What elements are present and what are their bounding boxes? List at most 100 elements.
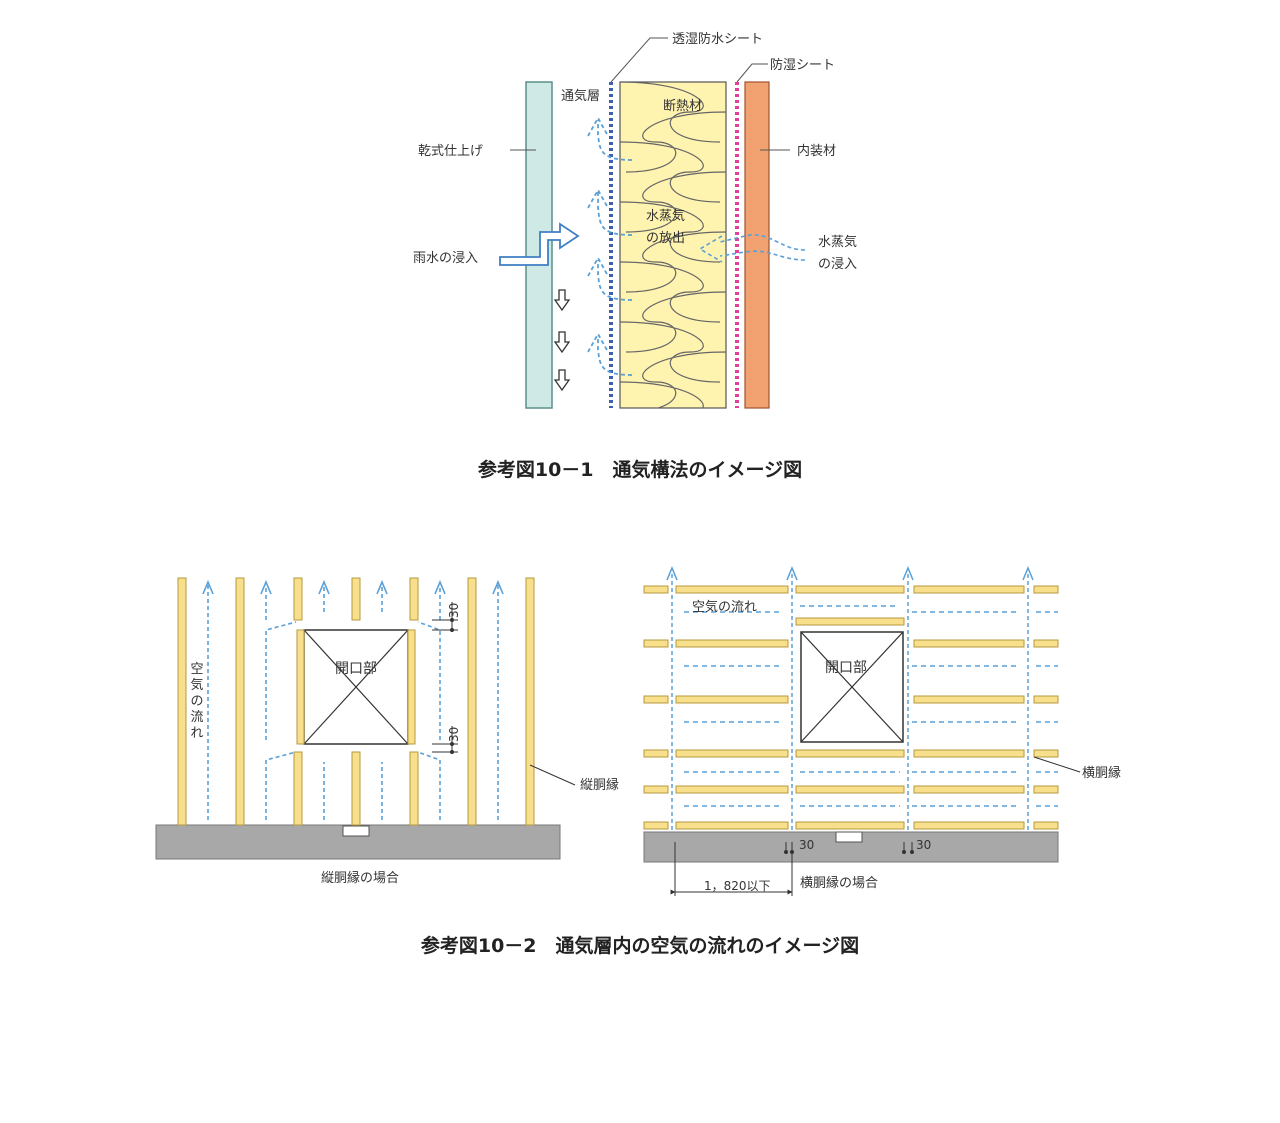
air-flow-arrowhead: [902, 566, 914, 581]
horizontal-furring-strip: [795, 785, 905, 794]
horizontal-furring-strip: [1033, 585, 1059, 594]
insulation-wave: [625, 291, 726, 353]
water-drain-arrows: [553, 289, 571, 392]
left-opening-label: 開口部: [335, 661, 377, 677]
air-flow-arrowhead: [786, 566, 798, 581]
figure1-wall-section: [525, 81, 770, 409]
vapor-intrusion-arrow: [698, 234, 806, 263]
horizontal-furring-strip: [795, 749, 905, 758]
figure2-left-vertical-furring: [155, 577, 576, 860]
horizontal-furring-strip: [913, 749, 1025, 758]
insulation-wave: [620, 141, 721, 203]
horizontal-furring-strip: [913, 695, 1025, 704]
air-flow-arrowhead: [1022, 566, 1034, 581]
insulation-wave: [620, 261, 721, 323]
air-flow-char: 流: [190, 710, 203, 725]
insulation-wave: [642, 351, 726, 408]
vertical-furring-strip: [293, 577, 303, 621]
label-vapor-barrier-sheet: 防湿シート: [770, 57, 835, 73]
vent-grille-left: [342, 825, 370, 837]
horizontal-furring-strip: [913, 785, 1025, 794]
right-gap-b: 30: [916, 838, 931, 852]
air-flow-arrowhead: [318, 579, 330, 595]
figure1-leaders: [510, 37, 790, 151]
horizontal-furring-strip: [643, 585, 669, 594]
horizontal-furring-strip: [675, 585, 789, 594]
air-flow-arrowhead: [202, 579, 214, 595]
left-air-flow-vertical-label: 空 気 の 流 れ: [190, 662, 203, 741]
figure2-right-horizontal-furring: [643, 566, 1081, 896]
insulation-wave: [620, 381, 704, 408]
air-flow-char: 気: [190, 677, 203, 693]
vent-grille-right: [835, 831, 863, 843]
insulation-wave: [625, 111, 726, 173]
horizontal-furring-strip: [1033, 639, 1059, 648]
label-interior-finish: 内装材: [797, 143, 836, 159]
horizontal-furring-strip: [643, 821, 669, 830]
horizontal-furring-strip: [795, 821, 905, 830]
horizontal-furring-strip: [675, 639, 789, 648]
horizontal-furring-strip: [675, 695, 789, 704]
label-vapor-intrusion-2: の浸入: [818, 257, 857, 272]
figure1-caption: 参考図10－1 通気構法のイメージ図: [478, 458, 802, 481]
label-vapor-release-1: 水蒸気: [646, 208, 685, 224]
air-flow-line: [265, 585, 297, 820]
ventilation-air-flow: [587, 116, 633, 376]
air-flow-char: 空: [190, 662, 203, 677]
horizontal-furring-strip: [643, 639, 669, 648]
label-vapor-release-2: の放出: [646, 231, 685, 246]
vertical-furring-strip: [467, 577, 477, 826]
vertical-furring-strip: [409, 751, 419, 826]
label-ventilation-layer: 通気層: [561, 88, 600, 104]
vertical-furring-strip: [351, 751, 361, 826]
interior-finish-layer: [744, 81, 770, 409]
air-flow-arrowhead: [492, 579, 504, 595]
air-flow-char: れ: [190, 726, 203, 741]
horizontal-furring-strip: [1033, 785, 1059, 794]
insulation-wave: [620, 82, 721, 143]
horizontal-furring-strip: [913, 585, 1025, 594]
label-vapor-intrusion-1: 水蒸気: [818, 234, 857, 250]
air-flow-char: の: [190, 694, 203, 709]
horizontal-furring-strip: [913, 639, 1025, 648]
vertical-furring-strip: [351, 577, 361, 621]
insulation-wave: [620, 321, 721, 383]
label-rain-intrusion: 雨水の浸入: [413, 251, 478, 266]
horizontal-furring-strip: [675, 821, 789, 830]
figure2-caption: 参考図10－2 通気層内の空気の流れのイメージ図: [421, 934, 859, 957]
horizontal-furring-strip: [675, 785, 789, 794]
right-spacing: 1，820以下: [704, 879, 771, 893]
right-air-flow-label: 空気の流れ: [692, 599, 757, 615]
horizontal-furring-strip: [643, 695, 669, 704]
vertical-furring-strip: [409, 577, 419, 621]
left-title: 縦胴縁の場合: [321, 870, 399, 886]
label-dry-finish: 乾式仕上げ: [418, 144, 483, 159]
rain-intrusion-arrow: [499, 222, 580, 266]
horizontal-furring-strip: [1033, 695, 1059, 704]
insulation-wave: [625, 171, 726, 233]
right-title: 横胴縁の場合: [800, 875, 878, 891]
right-gap-a: 30: [799, 838, 814, 852]
right-opening-label: 開口部: [825, 660, 867, 676]
horizontal-furring-strip: [1033, 821, 1059, 830]
horizontal-furring-strip: [675, 749, 789, 758]
horizontal-furring-strip: [913, 821, 1025, 830]
air-flow-arrowhead: [666, 566, 678, 581]
air-flow-arrowhead: [434, 579, 446, 595]
vertical-furring-strip: [525, 577, 535, 826]
left-gap-bottom: 30: [447, 727, 461, 742]
horizontal-furring-strip: [795, 617, 905, 626]
horizontal-furring-strip: [643, 785, 669, 794]
right-furring-label: 横胴縁: [1082, 765, 1121, 781]
horizontal-furring-strip: [795, 585, 905, 594]
label-insulation: 断熱材: [663, 99, 702, 114]
air-flow-line: [417, 585, 441, 820]
horizontal-furring-strip: [643, 749, 669, 758]
vertical-furring-strip: [293, 751, 303, 826]
vertical-furring-strip: [235, 577, 245, 826]
air-flow-arrowhead: [260, 579, 272, 595]
insulation-wave: [620, 201, 721, 263]
label-moisture-permeable-sheet: 透湿防水シート: [672, 31, 763, 47]
left-furring-label: 縦胴縁: [580, 777, 619, 793]
